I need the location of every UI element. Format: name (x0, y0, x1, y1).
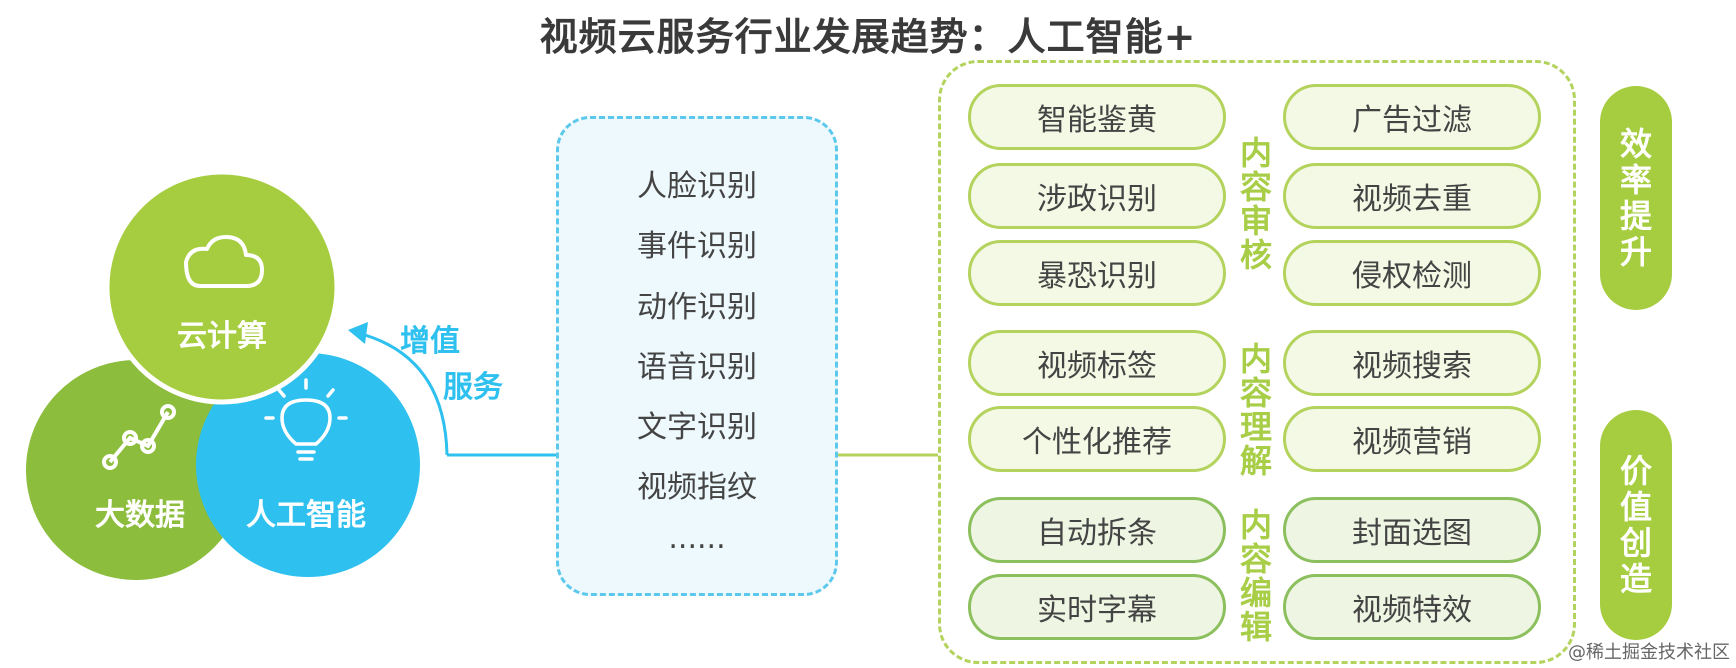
category-content-editing: 内容编辑 (1239, 506, 1272, 646)
tech-item: 动作识别 (637, 290, 757, 325)
big-data-label: 大数据 (95, 498, 185, 533)
benefit-value-creation: 价值创造 (1600, 410, 1672, 640)
category-content-review: 内容审核 (1239, 134, 1272, 274)
cloud-computing-label: 云计算 (177, 319, 267, 354)
app-pill: 侵权检测 (1283, 240, 1541, 306)
app-pill: 封面选图 (1283, 497, 1541, 563)
applications-box (938, 60, 1576, 664)
page-title: 视频云服务行业发展趋势：人工智能+ (539, 15, 1197, 59)
app-pill: 视频特效 (1283, 574, 1541, 640)
app-pill: 视频去重 (1283, 163, 1541, 229)
value-added-label-line2: 服务 (443, 370, 503, 405)
benefit-value-label: 价值创造 (1619, 452, 1652, 598)
trend-line-icon (102, 404, 176, 470)
tech-item-ellipsis: ...... (668, 521, 726, 556)
app-pill: 智能鉴黄 (968, 84, 1226, 150)
credit-watermark: @稀土掘金技术社区 (1568, 642, 1730, 663)
app-pill: 自动拆条 (968, 497, 1226, 563)
app-pill: 视频营销 (1283, 406, 1541, 472)
category-content-understanding: 内容理解 (1239, 340, 1272, 480)
cloud-icon (184, 235, 264, 288)
app-pill: 广告过滤 (1283, 84, 1541, 150)
value-added-arrow (364, 333, 449, 456)
benefit-efficiency: 效率提升 (1600, 86, 1672, 310)
app-pill: 个性化推荐 (968, 406, 1226, 472)
benefit-efficiency-label: 效率提升 (1619, 125, 1652, 271)
bigdata-circle (26, 360, 246, 580)
tech-item: 语音识别 (637, 350, 757, 385)
value-added-arrowhead (348, 322, 368, 344)
value-added-label-line1: 增值 (400, 324, 460, 359)
lightbulb-icon (264, 378, 348, 461)
ai-label: 人工智能 (246, 498, 366, 533)
app-pill: 视频标签 (968, 330, 1226, 396)
tech-capabilities-box: 人脸识别 事件识别 动作识别 语音识别 文字识别 视频指纹 ...... (556, 116, 838, 596)
app-pill: 实时字幕 (968, 574, 1226, 640)
ai-circle (196, 353, 420, 577)
app-pill: 暴恐识别 (968, 240, 1226, 306)
tech-item: 人脸识别 (637, 169, 757, 204)
tech-item: 事件识别 (637, 229, 757, 264)
tech-item: 文字识别 (637, 410, 757, 445)
app-pill: 视频搜索 (1283, 330, 1541, 396)
tech-item: 视频指纹 (637, 470, 757, 505)
app-pill: 涉政识别 (968, 163, 1226, 229)
